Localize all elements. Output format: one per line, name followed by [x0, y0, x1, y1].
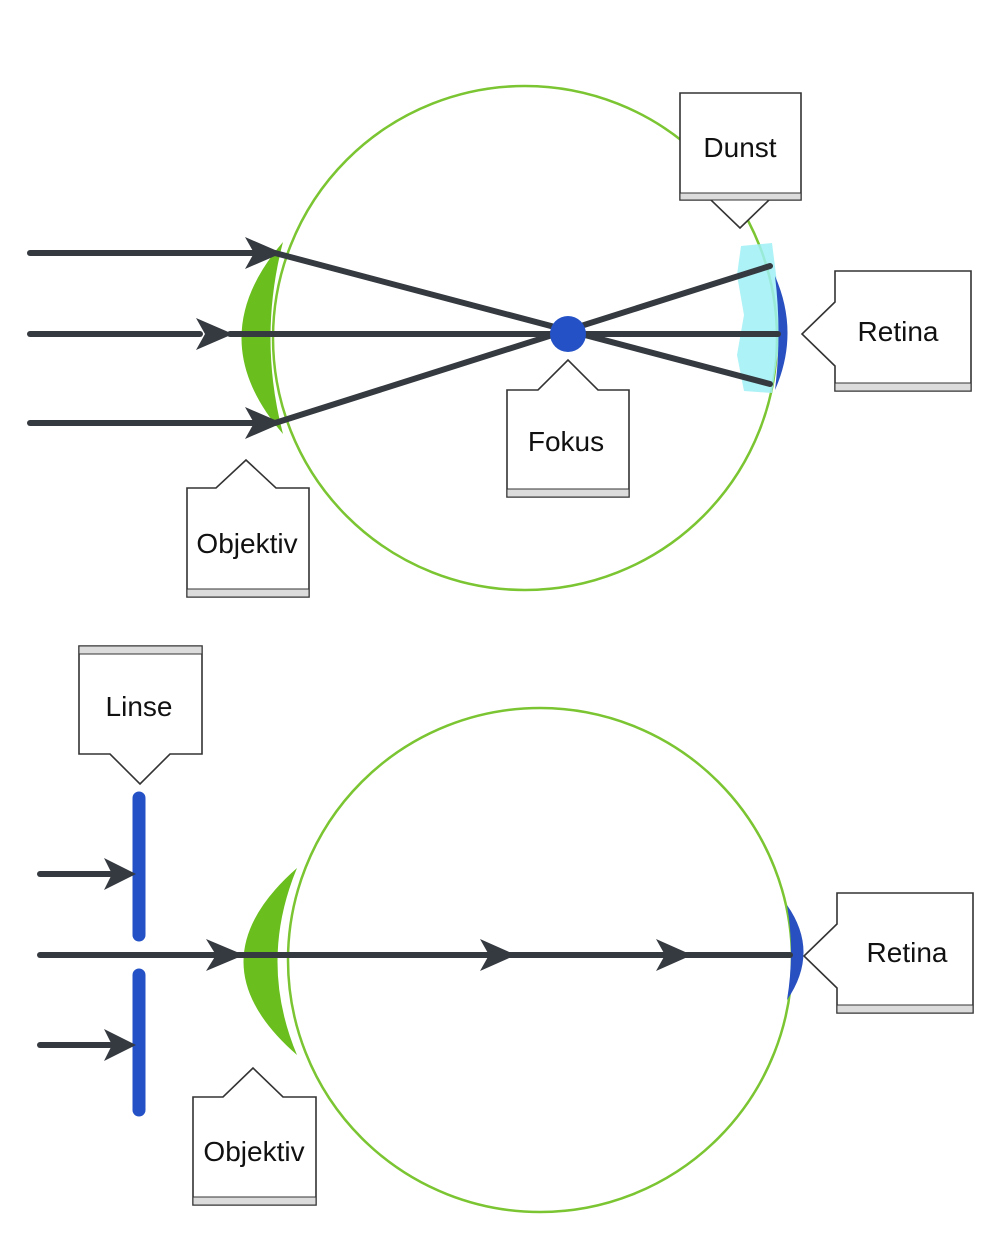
bottom-callout-retina: Retina	[802, 892, 974, 1014]
bottom-arrowhead-upper	[104, 858, 136, 890]
top-lens	[241, 242, 283, 434]
bottom-retina	[787, 905, 804, 1000]
bottom-callout-aperture: Linse	[78, 645, 203, 786]
bottom-label-lens: Objektiv	[203, 1136, 304, 1167]
bottom-diagram: Linse Retina Objektiv	[37, 645, 974, 1214]
bottom-arrowhead-entry	[206, 939, 244, 971]
top-arrowhead-upper	[245, 237, 282, 269]
bottom-arrowhead-mid	[480, 939, 516, 971]
bottom-callout-lens: Objektiv	[192, 1066, 317, 1206]
top-blur-spot	[737, 243, 779, 393]
top-ray-upper-converging	[272, 250, 773, 387]
top-arrowhead-lower	[245, 407, 282, 439]
top-diagram: Dunst Retina Fokus Objektiv	[27, 84, 972, 598]
top-callout-focus: Fokus	[506, 358, 630, 498]
top-ray-lower-converging	[272, 263, 773, 426]
top-focus-point	[550, 316, 586, 352]
top-label-lens: Objektiv	[196, 528, 297, 559]
bottom-label-retina: Retina	[867, 937, 948, 968]
bottom-lens	[243, 868, 297, 1055]
top-arrowhead-middle	[196, 318, 233, 350]
top-label-focus: Fokus	[528, 426, 604, 457]
bottom-label-aperture: Linse	[106, 691, 173, 722]
top-retina	[775, 276, 788, 390]
top-callout-retina: Retina	[800, 270, 972, 392]
top-label-blur: Dunst	[703, 132, 776, 163]
bottom-arrowhead-lower	[104, 1029, 136, 1061]
top-label-retina: Retina	[858, 316, 939, 347]
bottom-arrowhead-far	[656, 939, 692, 971]
bottom-eyeball	[286, 706, 794, 1214]
top-callout-blur: Dunst	[679, 92, 802, 230]
top-callout-lens: Objektiv	[186, 458, 310, 598]
